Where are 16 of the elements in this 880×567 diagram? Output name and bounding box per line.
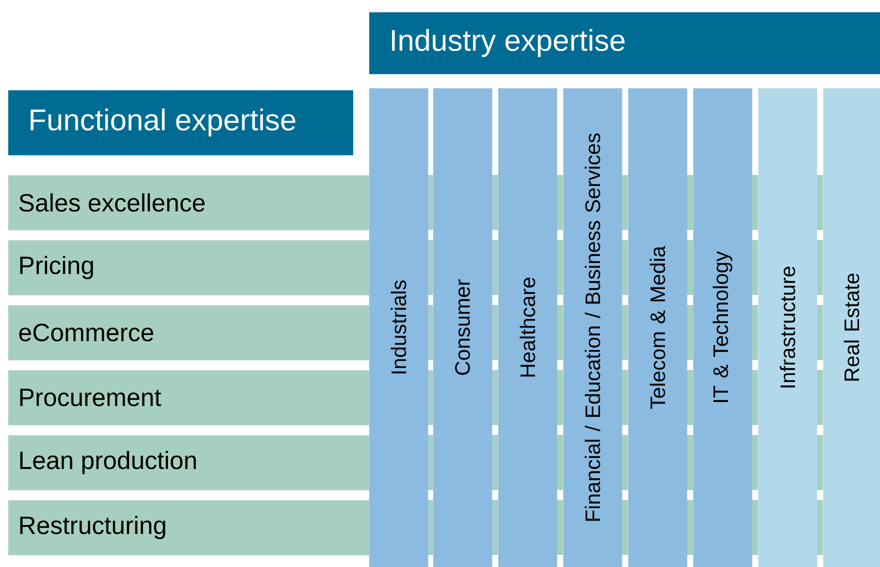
column-band: Healthcare <box>498 88 558 567</box>
column-band: Real Estate <box>823 88 880 567</box>
row-band: Sales excellence <box>8 175 370 230</box>
row-band: eCommerce <box>8 305 370 360</box>
heading-banner: Industry expertise <box>369 12 880 74</box>
column-band: Infrastructure <box>758 88 818 567</box>
column-band: Telecom & Media <box>628 88 688 567</box>
row-band: Lean production <box>8 435 370 490</box>
column-band: IT & Technology <box>693 88 752 567</box>
row-band: Pricing <box>8 240 370 296</box>
column-band: Industrials <box>369 88 428 567</box>
row-band: Procurement <box>8 370 370 426</box>
row-band: Restructuring <box>8 500 370 556</box>
column-band: Financial / Education / Business Services <box>563 88 622 567</box>
column-band: Consumer <box>433 88 492 567</box>
heading-banner: Functional expertise <box>8 90 354 156</box>
